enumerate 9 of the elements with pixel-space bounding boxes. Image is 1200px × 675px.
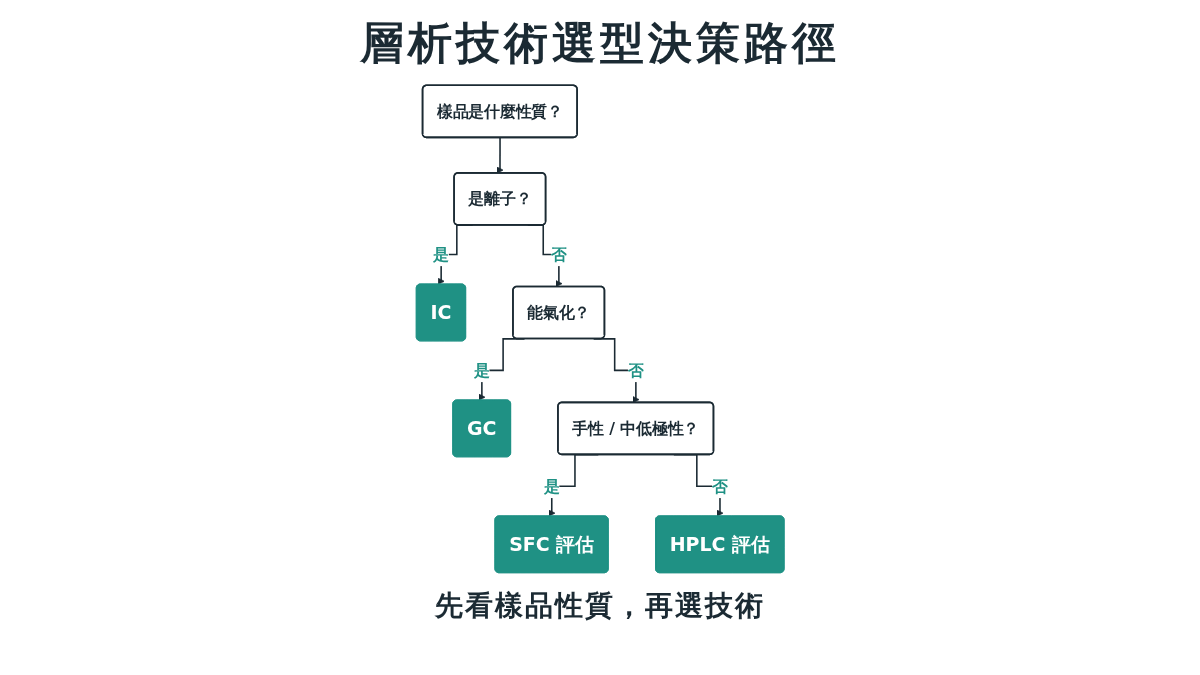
arrow (496, 136, 504, 174)
title: 層析技術選型決策路徑 (360, 16, 840, 70)
edge-label: 是 (543, 476, 560, 496)
edge-label: 否 (711, 476, 728, 496)
caption: 先看樣品性質，再選技術 (435, 588, 765, 624)
edge-label: 否 (550, 245, 567, 264)
edge-label: 是 (473, 360, 490, 380)
edge-label: 是 (432, 245, 449, 264)
edge-label: 否 (627, 360, 644, 380)
